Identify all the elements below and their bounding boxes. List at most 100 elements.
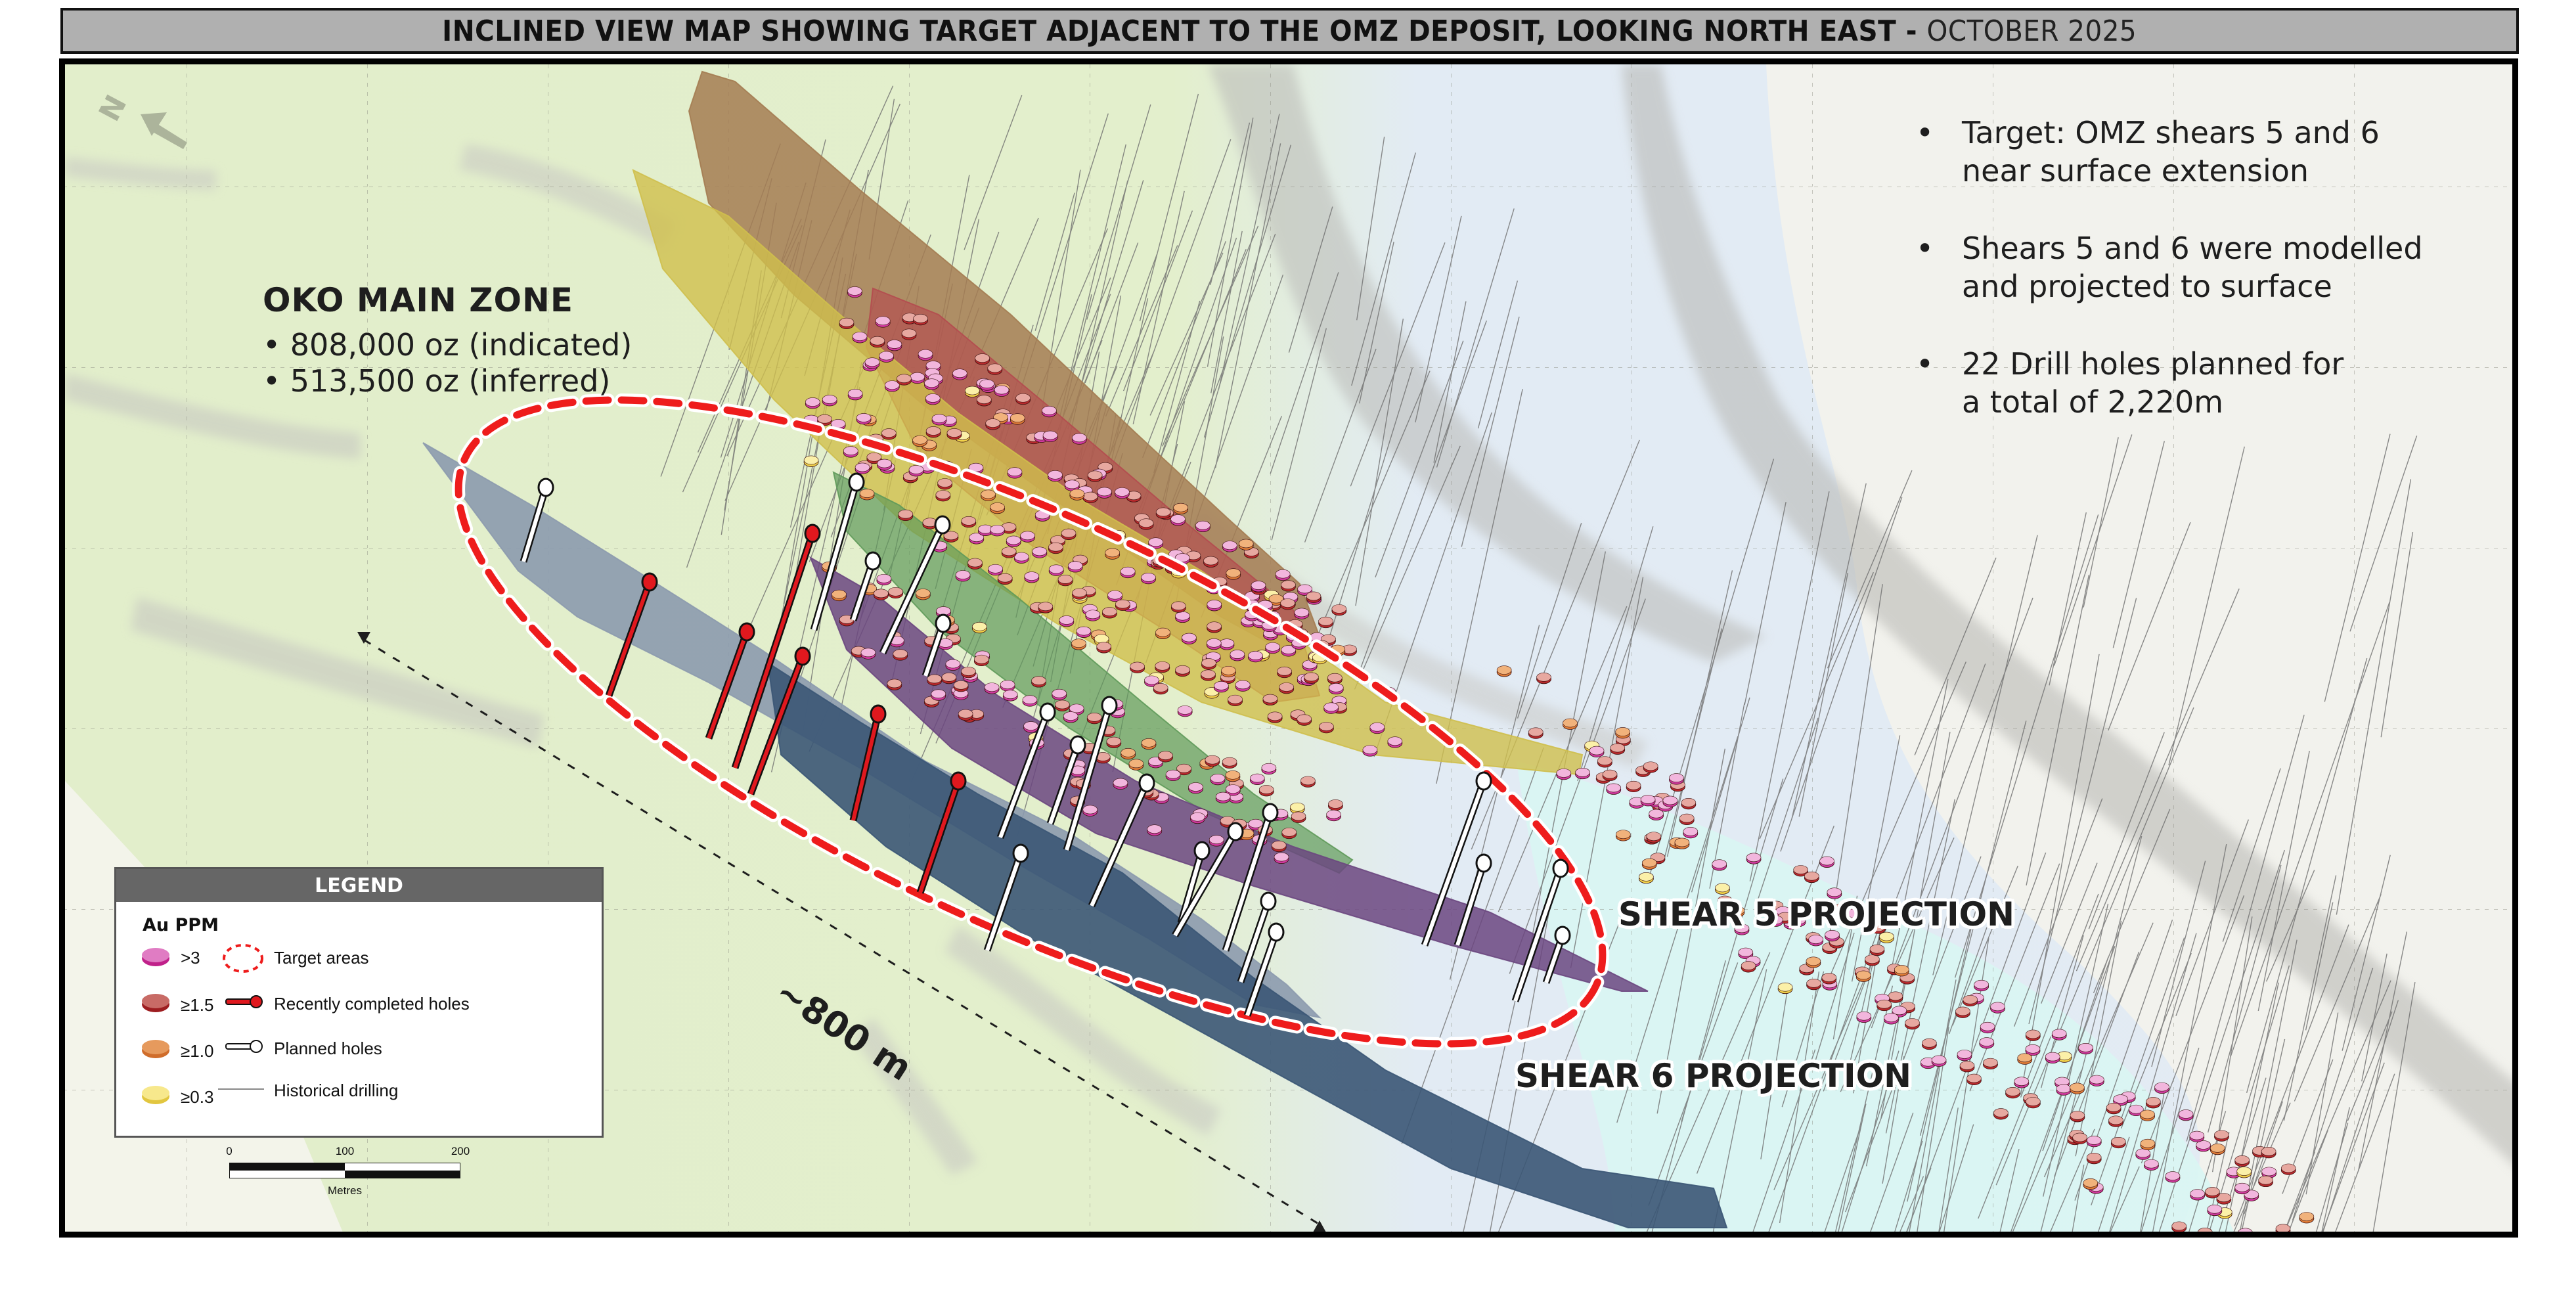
historical-drill-trace bbox=[1681, 778, 1784, 1122]
map-canvas: N OKO MAIN ZONE • 808,000 oz (indicated)… bbox=[59, 58, 2518, 1238]
assay-disc bbox=[1819, 856, 1834, 868]
assay-disc bbox=[1141, 573, 1156, 585]
assay-disc bbox=[1063, 711, 1078, 723]
assay-disc bbox=[1638, 872, 1654, 884]
assay-disc bbox=[1138, 518, 1154, 530]
assay-disc bbox=[990, 503, 1005, 514]
historical-drill-trace bbox=[1999, 1148, 2020, 1232]
assay-disc bbox=[1323, 702, 1339, 714]
assay-disc bbox=[1020, 531, 1035, 543]
assay-disc bbox=[2070, 1083, 2085, 1094]
historical-drill-trace bbox=[1354, 445, 1461, 690]
historical-drill-trace bbox=[2053, 434, 2133, 666]
assay-disc bbox=[1007, 467, 1023, 479]
assay-disc bbox=[989, 525, 1005, 537]
planned-hole bbox=[996, 702, 1056, 839]
assay-disc bbox=[1082, 491, 1098, 503]
historical-drill-trace bbox=[2292, 968, 2374, 1221]
assay-disc bbox=[977, 524, 993, 536]
assay-disc bbox=[1362, 745, 1378, 757]
assay-disc bbox=[2198, 1227, 2213, 1232]
assay-disc bbox=[1955, 1006, 1970, 1018]
assay-disc bbox=[1002, 690, 1018, 702]
assay-disc bbox=[2072, 1132, 2088, 1144]
assay-disc bbox=[1291, 811, 1306, 823]
historical-drill-trace bbox=[1355, 319, 1404, 606]
assay-disc bbox=[1265, 642, 1281, 654]
assay-disc bbox=[2045, 1052, 2060, 1064]
assay-disc bbox=[997, 573, 1013, 585]
assay-disc bbox=[1097, 487, 1112, 499]
assay-disc bbox=[1294, 608, 1310, 619]
assay-disc bbox=[1983, 1058, 1998, 1070]
assay-disc bbox=[2056, 1051, 2072, 1063]
assay-disc bbox=[1222, 541, 1237, 552]
assay-disc bbox=[1034, 510, 1050, 522]
assay-disc bbox=[2025, 1029, 2041, 1041]
assay-disc bbox=[1210, 774, 1226, 786]
planned-hole bbox=[520, 478, 554, 563]
oko-main-zone-title: OKO MAIN ZONE bbox=[263, 281, 573, 319]
grade-disc-icon-ge0-3 bbox=[142, 1086, 169, 1104]
historical-drill-trace bbox=[1112, 139, 1232, 466]
historical-drill-trace bbox=[1844, 856, 1982, 1213]
assay-disc bbox=[839, 317, 855, 330]
historical-drill-trace bbox=[1375, 340, 1464, 578]
assay-disc bbox=[985, 418, 1001, 430]
assay-disc bbox=[2135, 1148, 2151, 1160]
historical-drill-trace bbox=[2225, 982, 2279, 1232]
recent-hole bbox=[731, 524, 821, 769]
assay-disc bbox=[1115, 599, 1130, 611]
historical-drill-trace bbox=[1851, 735, 1901, 982]
historical-drill-trace bbox=[964, 95, 1023, 250]
legend-au-ppm-heading: Au PPM bbox=[143, 915, 219, 935]
assay-disc bbox=[1714, 883, 1730, 895]
assay-disc bbox=[1042, 430, 1058, 442]
assay-disc bbox=[1268, 594, 1284, 606]
historical-drill-trace bbox=[1324, 367, 1413, 652]
assay-disc bbox=[887, 340, 902, 351]
assay-disc bbox=[994, 385, 1010, 397]
assay-disc bbox=[1300, 776, 1316, 788]
assay-disc bbox=[1006, 535, 1021, 547]
assay-disc bbox=[1963, 994, 1978, 1007]
assay-disc bbox=[964, 386, 980, 397]
historical-drill-trace bbox=[2041, 862, 2098, 1004]
assay-disc bbox=[937, 478, 953, 490]
title-main-text: INCLINED VIEW MAP SHOWING TARGET ADJACEN… bbox=[442, 14, 1927, 48]
assay-disc bbox=[2017, 1053, 2033, 1065]
assay-disc bbox=[1741, 961, 1756, 973]
historical-drill-trace bbox=[1034, 192, 1075, 331]
assay-disc bbox=[1326, 809, 1342, 822]
historical-drill-trace bbox=[1059, 144, 1126, 416]
assay-disc bbox=[1734, 924, 1750, 935]
historical-drill-trace bbox=[1218, 114, 1280, 390]
historical-drill-trace bbox=[1139, 93, 1199, 322]
assay-disc bbox=[1806, 978, 1821, 991]
assay-disc bbox=[2110, 1136, 2126, 1149]
assay-disc bbox=[875, 316, 891, 328]
assay-disc bbox=[2106, 1103, 2121, 1115]
historical-drill-trace bbox=[2211, 916, 2253, 1173]
assay-disc bbox=[1683, 827, 1699, 839]
assay-disc bbox=[1071, 433, 1087, 445]
planned-hole bbox=[1063, 696, 1118, 851]
historical-drill-trace bbox=[1357, 320, 1487, 677]
assay-disc bbox=[817, 414, 833, 426]
assay-disc bbox=[2189, 1130, 2205, 1142]
assay-disc bbox=[1674, 838, 1690, 849]
assay-disc bbox=[1069, 489, 1085, 501]
assay-disc bbox=[847, 286, 862, 298]
historical-drill-trace bbox=[1943, 937, 1989, 1232]
assay-disc bbox=[1144, 675, 1159, 687]
assay-disc bbox=[2299, 1212, 2315, 1224]
assay-disc bbox=[1679, 813, 1695, 825]
assay-disc bbox=[1331, 604, 1347, 616]
historical-drill-trace bbox=[1798, 572, 1849, 817]
historical-drill-trace bbox=[2284, 1151, 2316, 1232]
historical-drill-trace bbox=[2283, 875, 2337, 1121]
historical-drill-trace bbox=[2372, 981, 2416, 1232]
assay-disc bbox=[1000, 680, 1015, 692]
historical-drill-trace bbox=[1780, 497, 1903, 852]
